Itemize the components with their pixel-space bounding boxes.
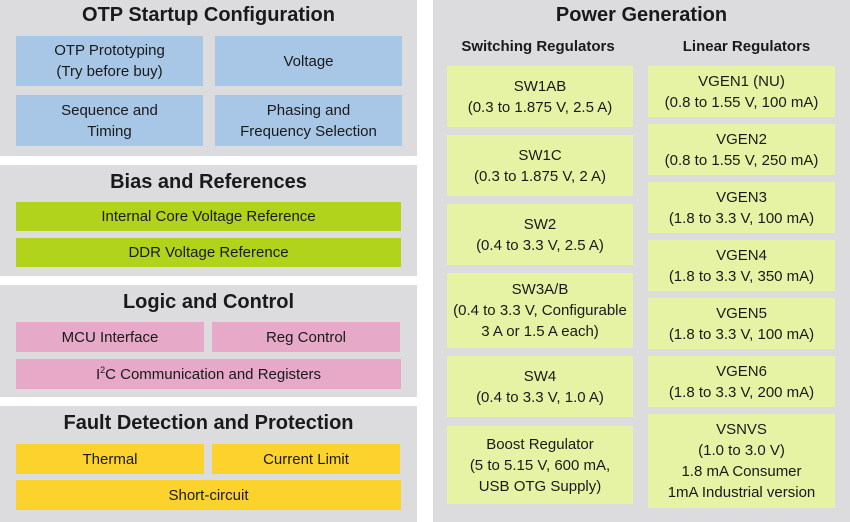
boost-regulator-box: Boost Regulator (5 to 5.15 V, 600 mA, US… [447, 426, 633, 504]
vgen4-name: VGEN4 [716, 246, 767, 264]
voltage-box: Voltage [215, 36, 402, 86]
vgen3-box: VGEN3 (1.8 to 3.3 V, 100 mA) [648, 182, 835, 233]
vgen1-spec: (0.8 to 1.55 V, 100 mA) [664, 93, 819, 111]
i2c-communication-box: I2C Communication and Registers [16, 359, 401, 389]
vgen5-spec: (1.8 to 3.3 V, 100 mA) [668, 325, 815, 343]
vgen2-spec: (0.8 to 1.55 V, 250 mA) [664, 151, 819, 169]
boost-regulator-name: Boost Regulator [486, 435, 594, 453]
reg-control-box: Reg Control [212, 322, 400, 352]
sw4-name: SW4 [523, 367, 557, 385]
vgen2-name: VGEN2 [716, 130, 767, 148]
i2c-prefix: I [95, 365, 101, 383]
sw2-spec: (0.4 to 3.3 V, 2.5 A) [476, 236, 604, 254]
sw1ab-spec: (0.3 to 1.875 V, 2.5 A) [467, 98, 613, 116]
thermal-box: Thermal [16, 444, 204, 474]
sw3ab-box: SW3A/B (0.4 to 3.3 V, Configurable 3 A o… [447, 273, 633, 348]
sw3ab-spec-1: (0.4 to 3.3 V, Configurable [453, 302, 627, 319]
sw4-spec: (0.4 to 3.3 V, 1.0 A) [476, 388, 604, 406]
sw2-name: SW2 [523, 215, 557, 233]
thermal-label: Thermal [82, 450, 138, 468]
vsnvs-spec: (1.0 to 3.0 V) [698, 442, 785, 459]
current-limit-box: Current Limit [212, 444, 400, 474]
vsnvs-name: VSNVS [716, 421, 767, 438]
sw1ab-name: SW1AB [513, 77, 567, 95]
bias-panel: Bias and References Internal Core Voltag… [0, 165, 417, 276]
sequence-timing-box: Sequence and Timing [16, 95, 203, 146]
otp-title: OTP Startup Configuration [82, 4, 335, 26]
vgen1-box: VGEN1 (NU) (0.8 to 1.55 V, 100 mA) [648, 66, 835, 117]
i2c-superscript: 2 [100, 364, 106, 375]
power-title: Power Generation [555, 4, 728, 26]
otp-panel: OTP Startup Configuration OTP Prototypin… [0, 0, 417, 156]
vgen3-spec: (1.8 to 3.3 V, 100 mA) [668, 209, 815, 227]
otp-prototyping-line-1: OTP Prototyping [54, 42, 165, 59]
vgen2-box: VGEN2 (0.8 to 1.55 V, 250 mA) [648, 124, 835, 175]
sequence-line-2: Timing [87, 122, 132, 140]
vsnvs-industrial: 1mA Industrial version [667, 484, 816, 501]
sw1c-spec: (0.3 to 1.875 V, 2 A) [473, 167, 607, 185]
vgen4-spec: (1.8 to 3.3 V, 350 mA) [668, 267, 815, 285]
vgen6-name: VGEN6 [716, 362, 767, 380]
sw2-box: SW2 (0.4 to 3.3 V, 2.5 A) [447, 204, 633, 265]
bias-title: Bias and References [110, 171, 307, 193]
power-panel: Power Generation Switching Regulators Li… [433, 0, 850, 522]
otp-prototyping-box: OTP Prototyping (Try before buy) [16, 36, 203, 86]
fault-title: Fault Detection and Protection [63, 412, 354, 434]
sw1c-box: SW1C (0.3 to 1.875 V, 2 A) [447, 135, 633, 196]
sw1c-name: SW1C [518, 146, 562, 164]
short-circuit-box: Short-circuit [16, 480, 401, 510]
linear-regulators-header: Linear Regulators [682, 38, 811, 55]
core-voltage-reference-label: Internal Core Voltage Reference [101, 208, 316, 225]
logic-panel: Logic and Control MCU Interface Reg Cont… [0, 285, 417, 397]
vgen6-spec: (1.8 to 3.3 V, 200 mA) [668, 383, 815, 401]
phasing-frequency-box: Phasing and Frequency Selection [215, 95, 402, 146]
mcu-interface-box: MCU Interface [16, 322, 204, 352]
sw3ab-name: SW3A/B [511, 281, 569, 298]
ddr-voltage-reference-box: DDR Voltage Reference [16, 238, 401, 267]
vgen3-name: VGEN3 [716, 188, 767, 206]
vgen4-box: VGEN4 (1.8 to 3.3 V, 350 mA) [648, 240, 835, 291]
vgen1-name: VGEN1 (NU) [698, 72, 785, 90]
voltage-label: Voltage [283, 52, 334, 70]
reg-control-label: Reg Control [265, 328, 347, 346]
fault-panel: Fault Detection and Protection Thermal C… [0, 406, 417, 522]
vgen5-box: VGEN5 (1.8 to 3.3 V, 100 mA) [648, 298, 835, 349]
switching-regulators-header: Switching Regulators [461, 38, 615, 55]
i2c-communication-label: I2C Communication and Registers [96, 364, 321, 385]
short-circuit-label: Short-circuit [168, 486, 249, 504]
vgen6-box: VGEN6 (1.8 to 3.3 V, 200 mA) [648, 356, 835, 407]
otp-prototyping-line-2: (Try before buy) [56, 63, 163, 80]
sw1ab-box: SW1AB (0.3 to 1.875 V, 2.5 A) [447, 66, 633, 127]
sequence-line-1: Sequence and [61, 101, 158, 119]
current-limit-label: Current Limit [263, 450, 349, 468]
sw4-box: SW4 (0.4 to 3.3 V, 1.0 A) [447, 356, 633, 417]
sw3ab-spec-2: 3 A or 1.5 A each) [481, 323, 599, 340]
phasing-line-2: Frequency Selection [240, 122, 377, 140]
i2c-rest: C Communication and Registers [105, 365, 322, 383]
mcu-interface-label: MCU Interface [61, 328, 159, 346]
core-voltage-reference-box: Internal Core Voltage Reference [16, 202, 401, 231]
phasing-line-1: Phasing and [266, 101, 351, 119]
vsnvs-consumer: 1.8 mA Consumer [681, 463, 802, 480]
vgen5-name: VGEN5 [716, 304, 767, 322]
ddr-voltage-reference-label: DDR Voltage Reference [128, 244, 289, 261]
boost-regulator-spec-2: USB OTG Supply) [478, 477, 602, 495]
vsnvs-box: VSNVS (1.0 to 3.0 V) 1.8 mA Consumer 1mA… [648, 414, 835, 508]
logic-title: Logic and Control [122, 291, 295, 313]
boost-regulator-spec-1: (5 to 5.15 V, 600 mA, [469, 456, 611, 474]
